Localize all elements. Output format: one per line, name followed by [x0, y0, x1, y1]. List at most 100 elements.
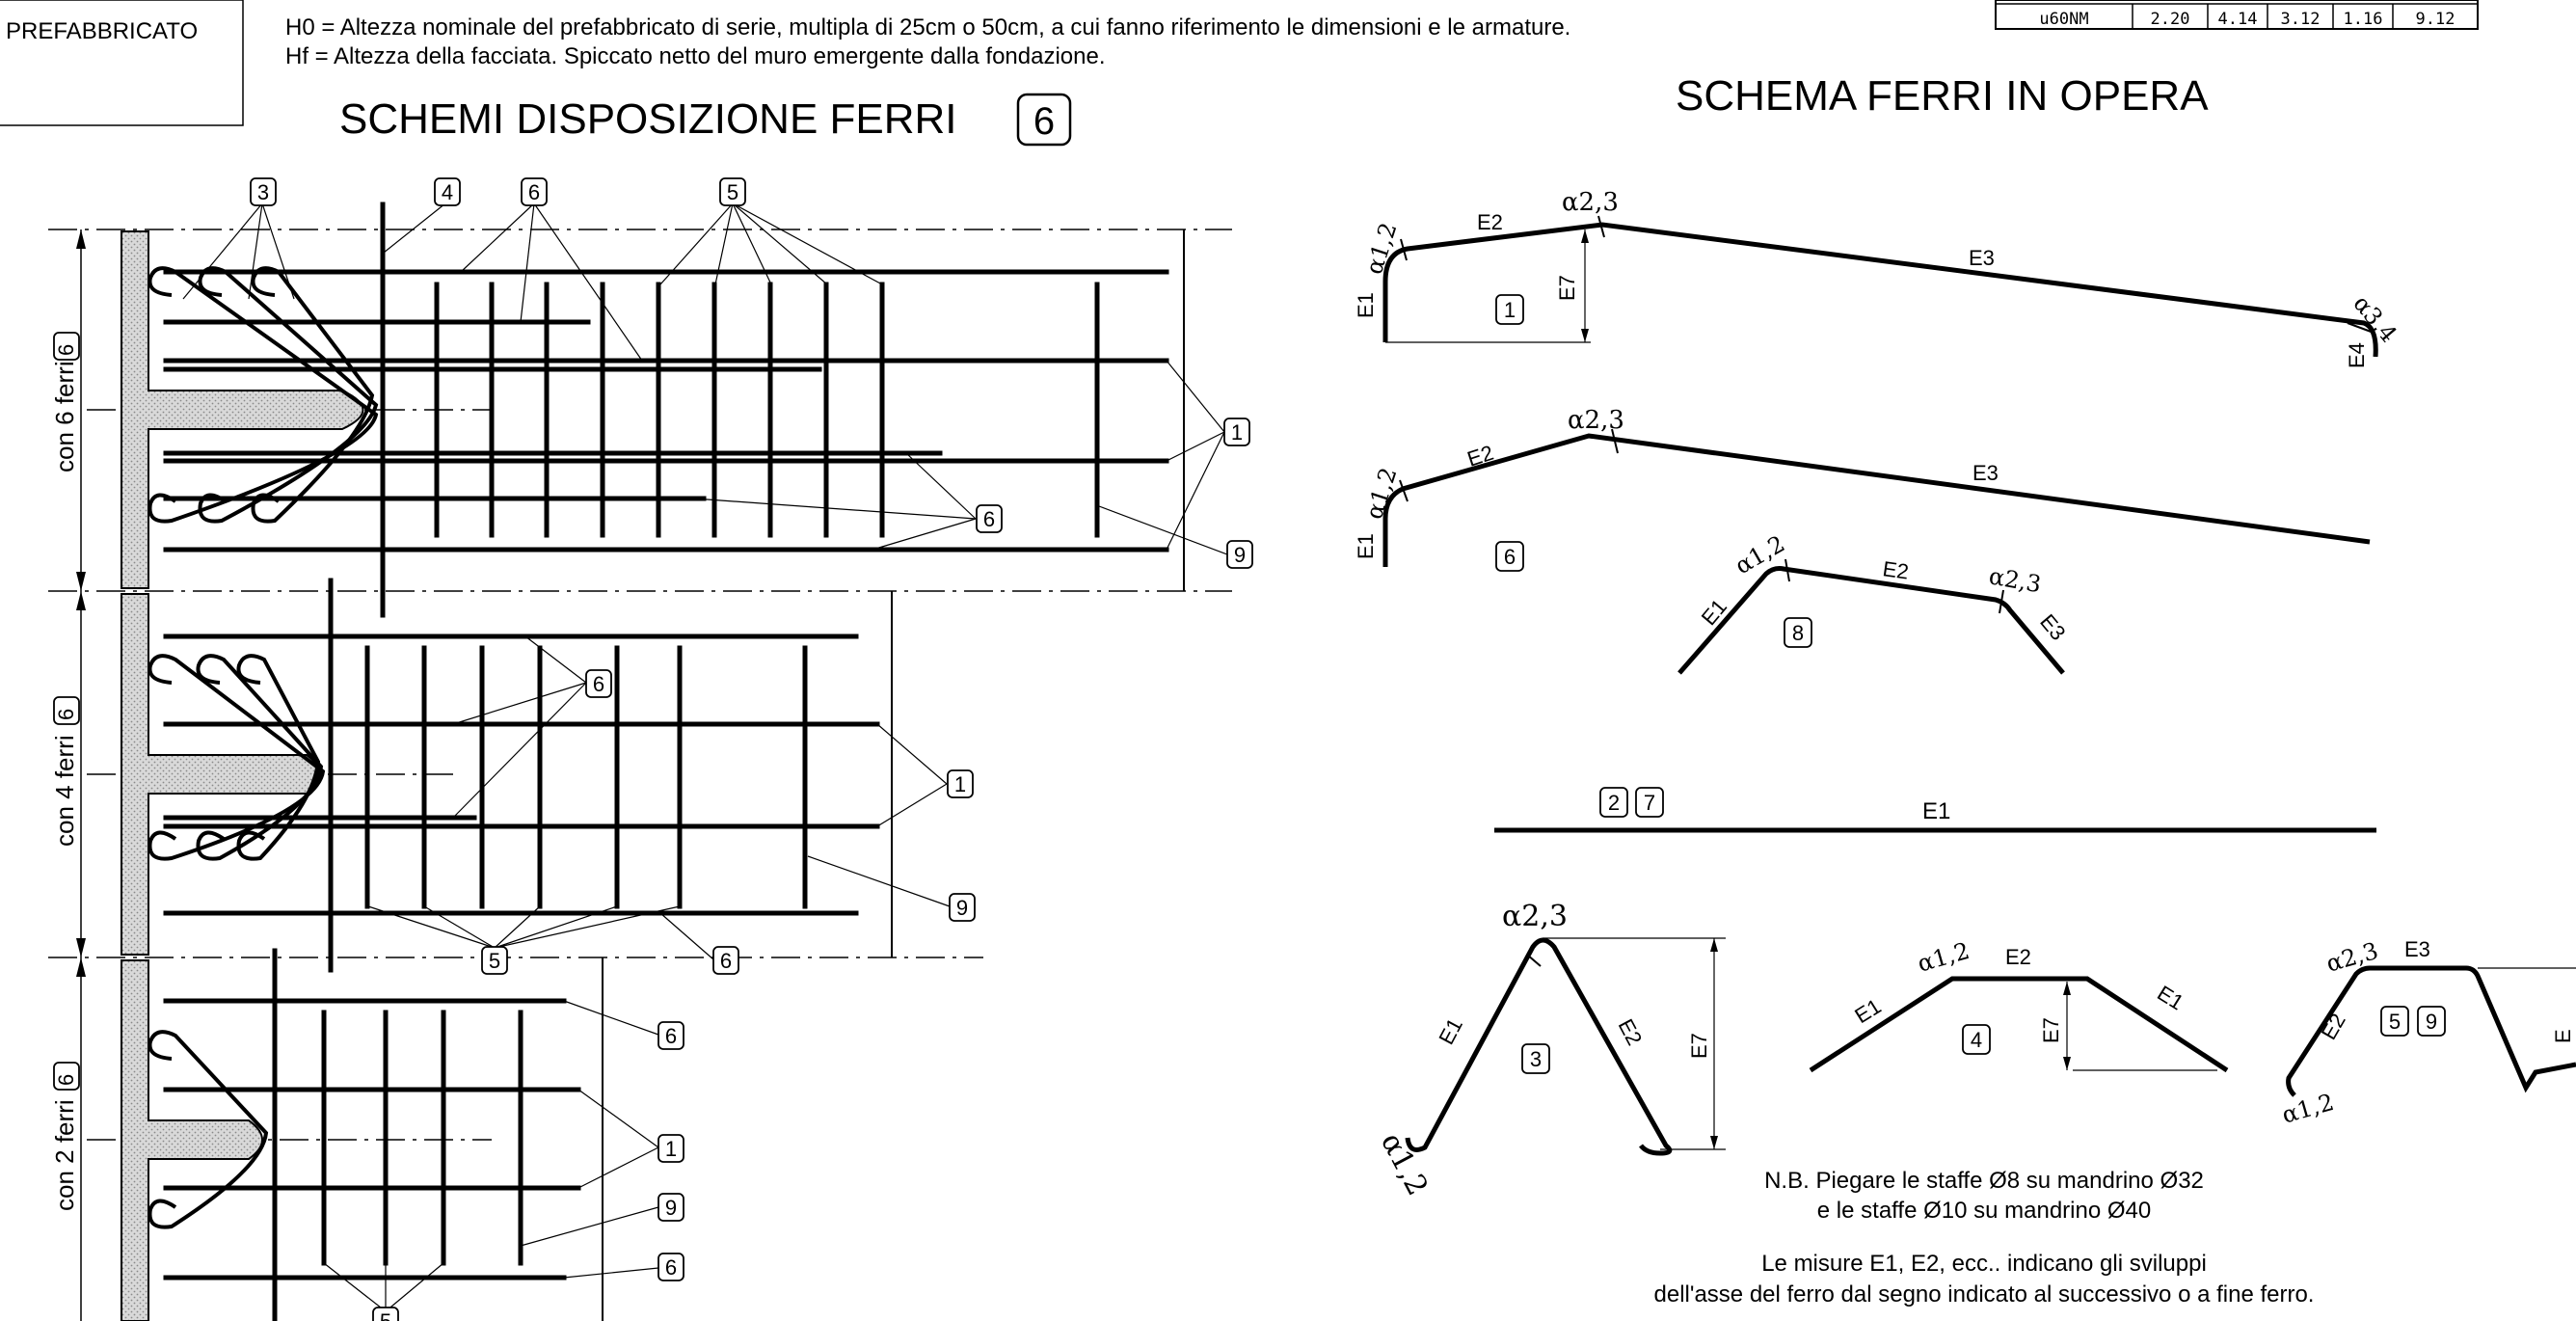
shape59-box-9: 9: [2426, 1010, 2437, 1034]
callout-label: 1: [954, 772, 966, 796]
shape1-angle-34: α3,4: [2348, 290, 2402, 348]
shape1-e1: E1: [1354, 292, 1378, 318]
shape1-angle-12: α1,2: [1360, 219, 1402, 277]
shape6-box: 6: [1504, 545, 1516, 569]
callout-label: 6: [720, 949, 732, 973]
concrete-section: [121, 230, 364, 1321]
callout-label: 9: [665, 1196, 677, 1220]
table-cell: 2.20: [2151, 10, 2190, 29]
header-note-hf: Hf = Altezza della facciata. Spiccato ne…: [285, 43, 1106, 69]
shape8-box: 8: [1792, 621, 1804, 645]
callout-label: 6: [665, 1024, 677, 1048]
shape59-angle-12: α1,2: [2279, 1089, 2337, 1129]
shape1-angle-23: α2,3: [1562, 188, 1619, 217]
shape1-e7: E7: [1555, 275, 1579, 301]
callout-group-s3: 6 1 9 6 5: [372, 1021, 684, 1321]
table-cell: 9.12: [2416, 10, 2455, 29]
shape4-e1-right: E1: [2153, 981, 2187, 1014]
shape8-angle-23: α2,3: [1987, 562, 2043, 598]
callout-label: 1: [665, 1137, 677, 1161]
shape27-box-7: 7: [1644, 791, 1655, 815]
shape3-box: 3: [1530, 1047, 1542, 1071]
table-cell: 3.12: [2281, 10, 2321, 29]
header-note-h0: H0 = Altezza nominale del prefabbricato …: [285, 14, 1570, 40]
callout-label: 6: [593, 672, 604, 696]
left-title-box-number: 6: [1033, 100, 1055, 143]
shape3-e1: E1: [1434, 1014, 1467, 1049]
shape8-angle-12: α1,2: [1731, 530, 1789, 580]
shape4-box: 4: [1971, 1028, 1982, 1052]
left-title: SCHEMI DISPOSIZIONE FERRI: [339, 95, 957, 143]
callout-label: 6: [528, 180, 540, 204]
prefabbricato-label: PREFABBRICATO: [6, 18, 198, 44]
bar-shape-3: E1 E2 E7 α2,3 α1,2 3: [1374, 900, 1726, 1201]
shape8-e3: E3: [2035, 609, 2070, 645]
bar-shape-8: E1 E2 E3 α1,2 α2,3 8: [1677, 530, 2071, 675]
callout-label: 1: [1231, 420, 1243, 445]
shape59-e-cut: E: [2551, 1029, 2575, 1043]
shape8-e2: E2: [1881, 556, 1910, 584]
callout-group-s1: 3 4 6 5 1 6 9: [250, 177, 1253, 569]
section-2-box-number: 6: [54, 709, 78, 720]
section-1-label: con 6 ferri: [50, 361, 79, 472]
prefabbricato-box: [0, 0, 244, 126]
callout-label: 9: [1234, 543, 1246, 567]
callout-label: 5: [727, 180, 738, 204]
shape3-angle-23: α2,3: [1502, 900, 1568, 933]
table-cell: 1.16: [2344, 10, 2383, 29]
header: PREFABBRICATO H0 = Altezza nominale del …: [0, 0, 1570, 126]
callout-label: 9: [956, 896, 968, 920]
dimension-table-row: u60NM 2.20 4.14 3.12 1.16 9.12: [1995, 0, 2479, 30]
shape8-e1: E1: [1697, 595, 1731, 631]
shape1-e3: E3: [1969, 246, 1995, 270]
section-3-box-number: 6: [54, 1074, 78, 1086]
shape3-angle-12: α1,2: [1374, 1127, 1435, 1200]
shape3-e2: E2: [1614, 1015, 1648, 1050]
shape3-e7: E7: [1687, 1033, 1711, 1059]
bar-shape-4: E1 E2 E1 E7 α1,2 4: [1809, 937, 2229, 1073]
note-measures-line2: dell'asse del ferro dal segno indicato a…: [1654, 1281, 2315, 1308]
callout-label: 6: [665, 1255, 677, 1280]
shape4-angle-12: α1,2: [1915, 937, 1972, 978]
shape6-angle-23: α2,3: [1568, 406, 1624, 435]
note-measures-line1: Le misure E1, E2, ecc.. indicano gli svi…: [1761, 1251, 2207, 1277]
shape1-e4: E4: [2345, 342, 2369, 368]
left-title-box: [1016, 93, 1072, 147]
left-schemes: con 6 ferri 6 con 4 ferri 6 con 2 ferri …: [48, 177, 1253, 1321]
section-3-box: [53, 1062, 80, 1091]
right-schemes: E1 E2 E3 E4 E7 α1,2 α2,3 α3,4 1 E1 E2 E3…: [1354, 188, 2576, 1308]
table-cell: u60NM: [2039, 10, 2088, 29]
callout-group-s2: 6 1 9 5 6: [481, 669, 976, 975]
right-title: SCHEMA FERRI IN OPERA: [1676, 72, 2209, 120]
section-3-label: con 2 ferri: [50, 1099, 79, 1211]
section-2-label: con 4 ferri: [50, 735, 79, 847]
shape6-e2: E2: [1464, 441, 1496, 472]
callout-label: 3: [257, 180, 269, 204]
bar-shape-5-9: E2 E3 E α2,3 α1,2 5 9: [2279, 937, 2576, 1129]
shape59-angle-23: α2,3: [2323, 937, 2381, 978]
bar-shape-6: E1 E2 E3 α1,2 α2,3 6: [1354, 406, 2371, 572]
shape6-e3: E3: [1972, 461, 1999, 485]
callout-label: 5: [380, 1309, 391, 1321]
shape4-e2: E2: [2005, 945, 2031, 969]
note-nb-line2: e le staffe Ø10 su mandrino Ø40: [1817, 1198, 2151, 1224]
bar-shape-2-7: 2 7 E1: [1494, 787, 2376, 833]
shape59-box-5: 5: [2389, 1010, 2401, 1034]
shape59-e2: E2: [2317, 1010, 2350, 1044]
shape6-e1: E1: [1354, 533, 1378, 559]
bar-shape-1: E1 E2 E3 E4 E7 α1,2 α2,3 α3,4 1: [1354, 188, 2402, 368]
shape1-e2: E2: [1477, 210, 1503, 234]
callout-label: 5: [489, 949, 500, 973]
notes: N.B. Piegare le staffe Ø8 su mandrino Ø3…: [1654, 1168, 2315, 1308]
shape27-box-2: 2: [1608, 791, 1620, 815]
shape27-e1: E1: [1922, 798, 1950, 824]
note-nb-line1: N.B. Piegare le staffe Ø8 su mandrino Ø3…: [1764, 1168, 2204, 1194]
shape59-e3: E3: [2404, 937, 2430, 961]
shape4-e7: E7: [2039, 1017, 2063, 1043]
callout-label: 4: [442, 180, 453, 204]
callout-label: 6: [983, 507, 995, 531]
section-1-box-number: 6: [54, 344, 78, 356]
section-1-box: [53, 332, 80, 361]
table-cell: 4.14: [2218, 10, 2258, 29]
section-2-box: [53, 696, 80, 725]
